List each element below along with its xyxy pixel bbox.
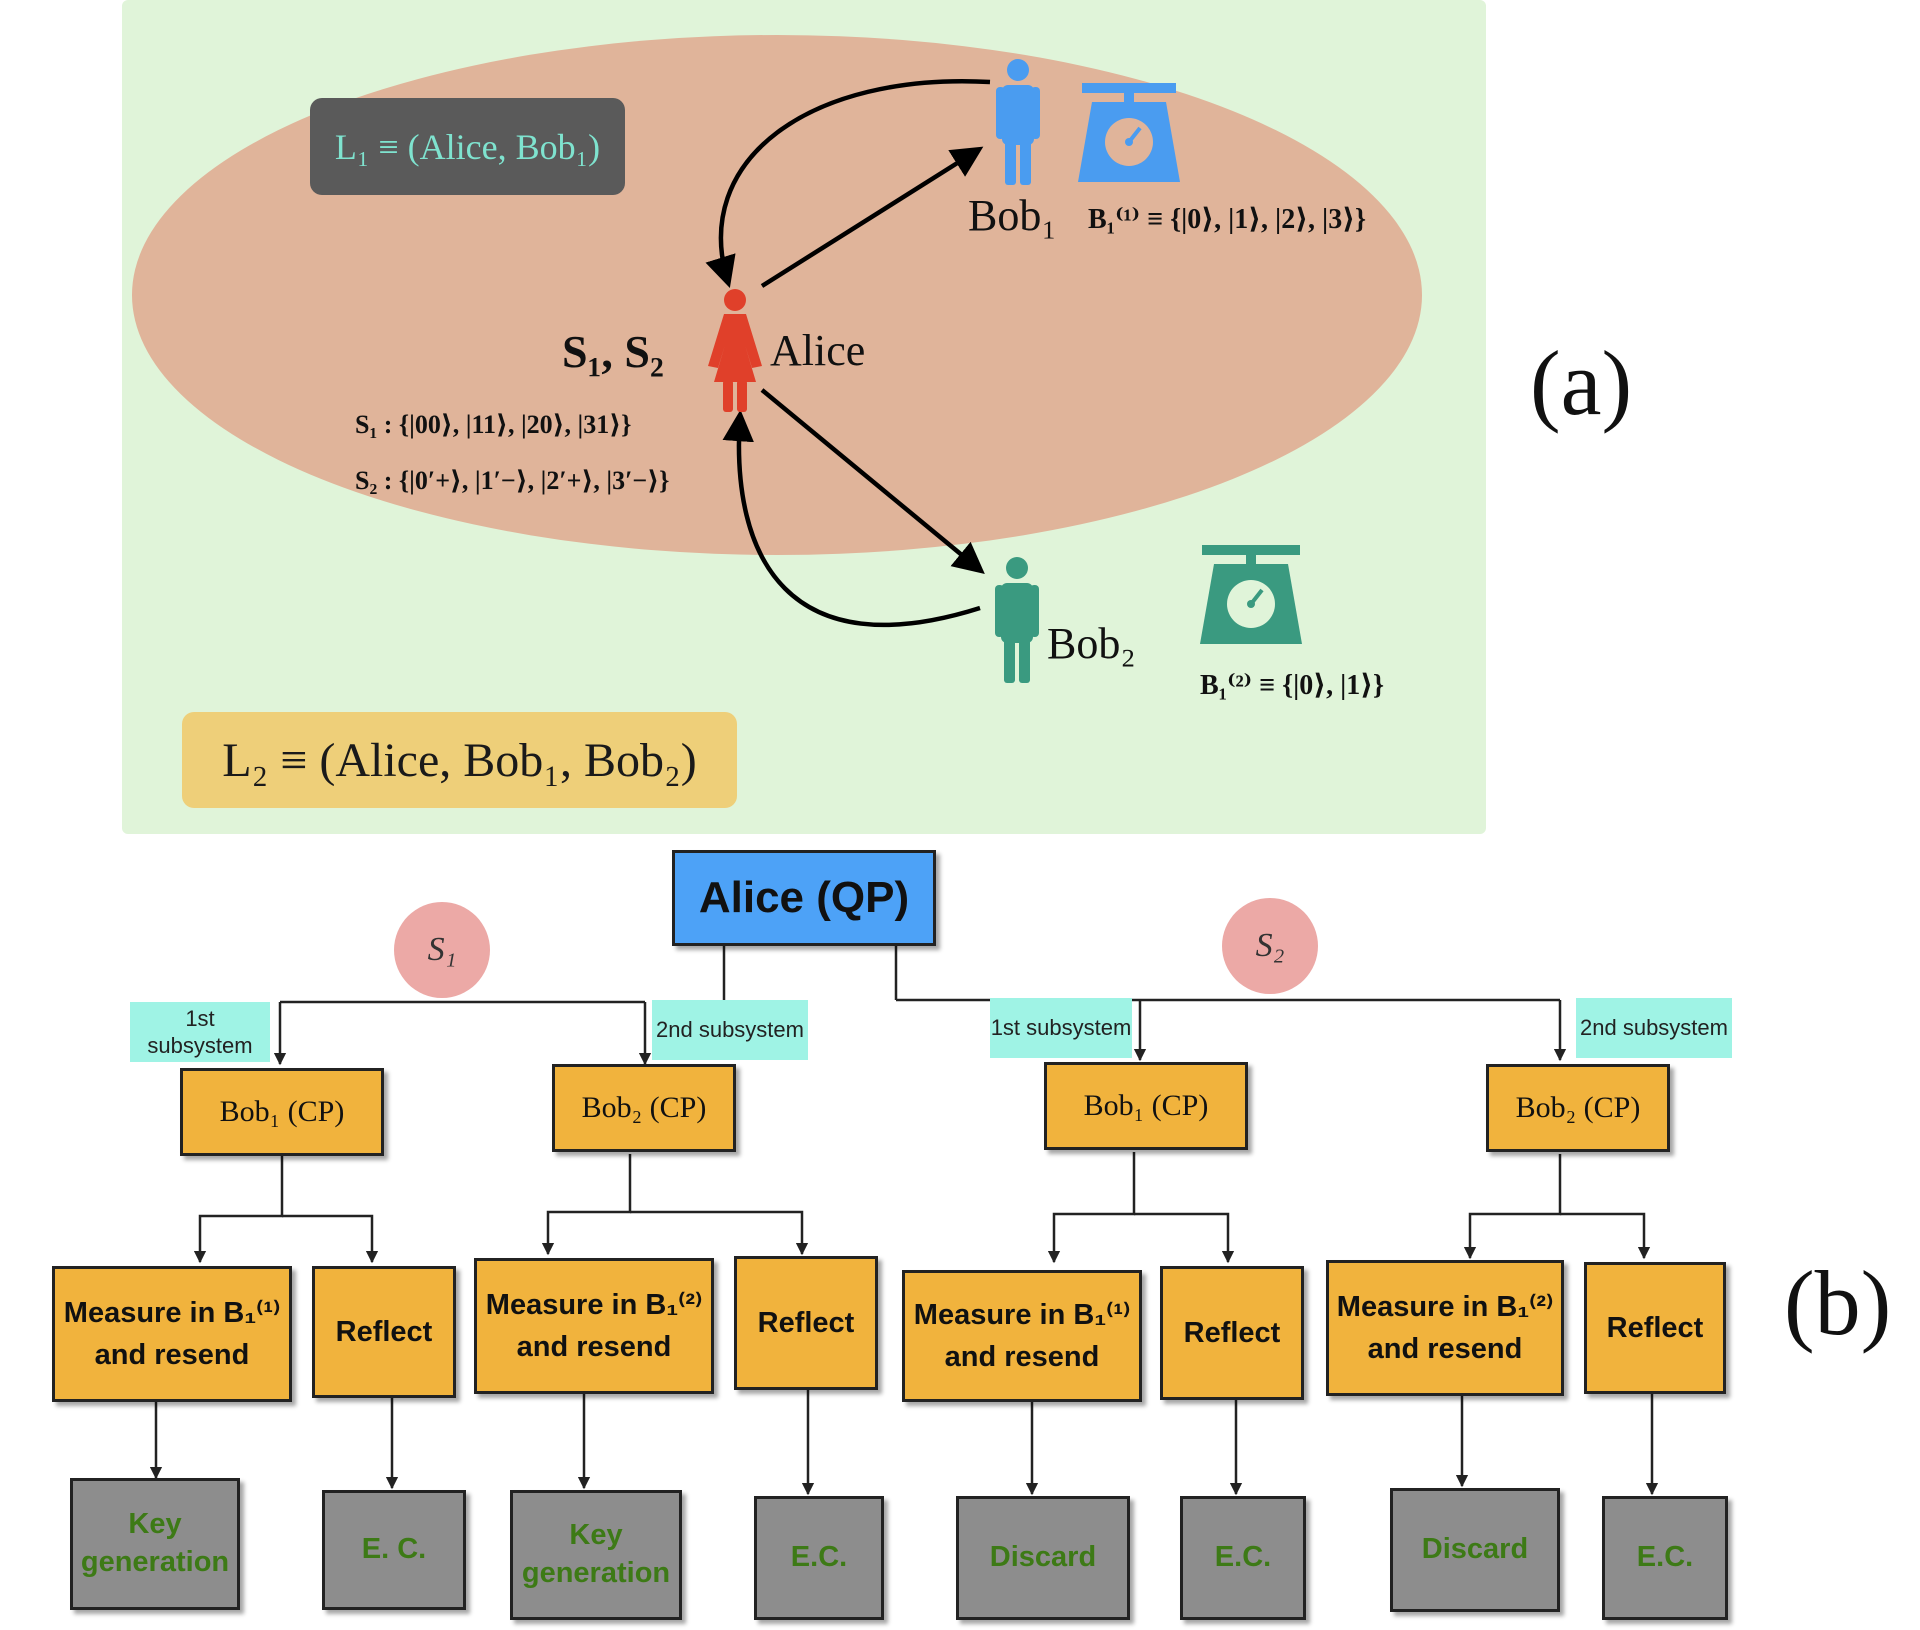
- s2-state-set: S₂ : {|0′+⟩, |1′−⟩, |2′+⟩, |3′−⟩}: [355, 466, 670, 495]
- s2-bob1-measure-label: Measure in B₁⁽¹⁾ and resend: [913, 1298, 1131, 1373]
- s1-label: S₁: [427, 931, 457, 968]
- outcome-1-label: Key generation: [80, 1508, 230, 1578]
- outcome-4-label: E.C.: [790, 1541, 848, 1574]
- bob2-label: Bob₂: [1047, 619, 1136, 668]
- tag-second-subsystem-s2-label: 2nd subsystem: [1580, 1015, 1728, 1041]
- s1-circle: S₁: [394, 902, 490, 998]
- s1-bob2-reflect-label: Reflect: [757, 1306, 855, 1339]
- s2-bob1-measure-node: Measure in B₁⁽¹⁾ and resend: [902, 1270, 1142, 1402]
- outcome-7: Discard: [1390, 1488, 1560, 1612]
- s2-bob1-reflect-label: Reflect: [1183, 1316, 1281, 1349]
- s2-bob2-node: Bob₂ (CP): [1486, 1064, 1670, 1152]
- s2-bob2-reflect-label: Reflect: [1606, 1311, 1704, 1344]
- s2-bob2-label: Bob₂ (CP): [1515, 1091, 1641, 1124]
- l1-label: L₁ ≡ (Alice, Bob₁): [334, 126, 601, 167]
- s2-bob1-label: Bob₁ (CP): [1083, 1089, 1209, 1122]
- bob2-person-icon: [995, 557, 1039, 683]
- outcome-4: E.C.: [754, 1496, 884, 1620]
- bob2-scale-icon: [1200, 545, 1302, 644]
- arrow-alice-to-bob1: [760, 146, 984, 288]
- s2-bob1-node: Bob₁ (CP): [1044, 1062, 1248, 1150]
- outcome-6-label: E.C.: [1214, 1541, 1272, 1574]
- outcome-5: Discard: [956, 1496, 1130, 1620]
- bob1-label: Bob₁: [968, 191, 1057, 240]
- alice-qp-label: Alice (QP): [698, 873, 910, 922]
- s1-bob2-reflect-node: Reflect: [734, 1256, 878, 1390]
- s1-state-set: S₁ : {|00⟩, |11⟩, |20⟩, |31⟩}: [355, 410, 632, 439]
- outcome-6: E.C.: [1180, 1496, 1306, 1620]
- outcome-2-label: E. C.: [361, 1533, 427, 1566]
- s1-bob2-measure-node: Measure in B₁⁽²⁾ and resend: [474, 1258, 714, 1394]
- s1-bob1-reflect-node: Reflect: [312, 1266, 456, 1398]
- outcome-8: E.C.: [1602, 1496, 1728, 1620]
- s1-bob2-measure-label: Measure in B₁⁽²⁾ and resend: [485, 1288, 703, 1363]
- arrow-bob2-to-alice: [722, 409, 981, 628]
- s2-label: S₂: [1255, 927, 1285, 964]
- outcome-3: Key generation: [510, 1490, 682, 1620]
- alice-qp-node: Alice (QP): [672, 850, 936, 946]
- panel-a-graphics: [705, 59, 1302, 683]
- tag-first-subsystem-s1: 1st subsystem: [130, 1002, 270, 1062]
- tag-first-subsystem-s2-label: 1st subsystem: [990, 1015, 1132, 1041]
- tag-second-subsystem-s2: 2nd subsystem: [1576, 998, 1732, 1058]
- arrow-bob1-to-alice: [705, 78, 991, 289]
- panel-a-label: (a): [1530, 332, 1633, 434]
- tag-first-subsystem-s1-label: 1st subsystem: [147, 1005, 253, 1059]
- alice-label: Alice: [770, 326, 866, 375]
- s2-bob2-measure-node: Measure in B₁⁽²⁾ and resend: [1326, 1260, 1564, 1396]
- outcome-8-label: E.C.: [1636, 1541, 1694, 1574]
- outcome-2: E. C.: [322, 1490, 466, 1610]
- outcome-3-label: Key generation: [521, 1519, 671, 1589]
- tag-second-subsystem-s1: 2nd subsystem: [652, 1000, 808, 1060]
- alice-icon: [708, 289, 762, 412]
- tag-second-subsystem-s1-label: 2nd subsystem: [656, 1017, 804, 1043]
- s2-bob2-reflect-node: Reflect: [1584, 1262, 1726, 1394]
- l2-label: L₂ ≡ (Alice, Bob₁, Bob₂): [222, 733, 697, 787]
- l2-label-box: L₂ ≡ (Alice, Bob₁, Bob₂): [182, 712, 737, 808]
- s2-circle: S₂: [1222, 898, 1318, 994]
- s1-bob1-node: Bob₁ (CP): [180, 1068, 384, 1156]
- s1-bob2-label: Bob₂ (CP): [581, 1091, 707, 1124]
- outcome-5-label: Discard: [989, 1541, 1097, 1574]
- s1-bob1-measure-label: Measure in B₁⁽¹⁾ and resend: [63, 1296, 281, 1371]
- s2-bob2-measure-label: Measure in B₁⁽²⁾ and resend: [1336, 1290, 1554, 1365]
- panel-b-connectors: [149, 946, 1659, 1496]
- s1-bob2-node: Bob₂ (CP): [552, 1064, 736, 1152]
- l1-label-box: L₁ ≡ (Alice, Bob₁): [310, 98, 625, 195]
- arrow-alice-to-bob2: [760, 388, 985, 575]
- bob2-basis: B₁⁽²⁾ ≡ {|0⟩, |1⟩}: [1200, 670, 1385, 701]
- bob1-person-icon: [996, 59, 1040, 185]
- s1-bob1-measure-node: Measure in B₁⁽¹⁾ and resend: [52, 1266, 292, 1402]
- outcome-1: Key generation: [70, 1478, 240, 1610]
- panel-b-label: (b): [1784, 1252, 1892, 1354]
- outcome-7-label: Discard: [1421, 1533, 1529, 1566]
- bob1-scale-icon: [1078, 83, 1180, 182]
- s1-bob1-reflect-label: Reflect: [335, 1315, 433, 1348]
- tag-first-subsystem-s2: 1st subsystem: [990, 998, 1132, 1058]
- s2-bob1-reflect-node: Reflect: [1160, 1266, 1304, 1400]
- bob1-basis: B₁⁽¹⁾ ≡ {|0⟩, |1⟩, |2⟩, |3⟩}: [1088, 204, 1367, 235]
- states-label: S₁, S₂: [562, 326, 664, 377]
- s1-bob1-label: Bob₁ (CP): [219, 1095, 345, 1128]
